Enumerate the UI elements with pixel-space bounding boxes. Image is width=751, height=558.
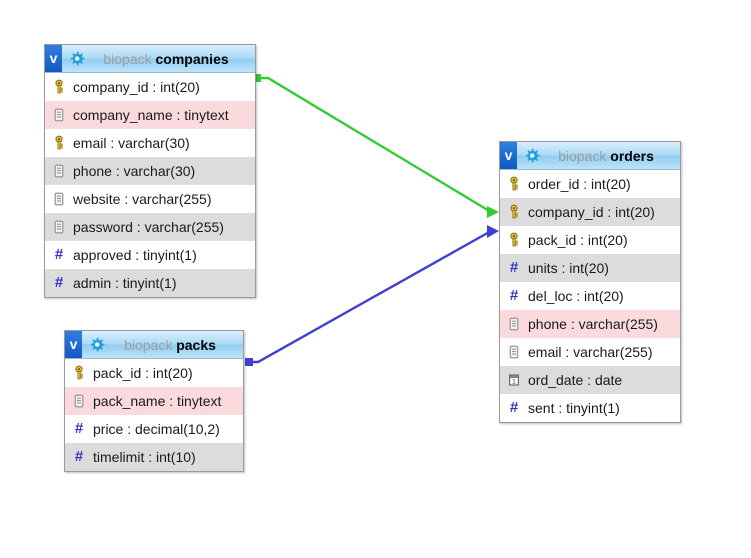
text-icon [54,220,64,234]
table-row[interactable]: # sent : tinyint(1) [500,394,680,422]
hash-icon: # [509,399,519,416]
table-companies-title: biopack companies [85,51,245,67]
relationship-packs-to-orders[interactable] [245,225,499,366]
hash-icon: # [54,246,64,263]
column-label: order_id : int(20) [528,176,631,192]
column-label: price : decimal(10,2) [93,421,220,437]
column-label: sent : tinyint(1) [528,400,620,416]
relationship-line-blue [249,229,492,364]
key-icon [510,232,518,247]
table-packs-schema: biopack [124,336,173,353]
view-badge-icon: v [45,45,62,72]
table-packs[interactable]: v biopack packs pack_id : int(20) [64,330,244,472]
table-row[interactable]: pack_id : int(20) [500,226,680,254]
table-packs-header[interactable]: v biopack packs [65,331,243,359]
text-icon [509,317,519,331]
table-row[interactable]: order_id : int(20) [500,170,680,198]
column-label: approved : tinyint(1) [73,247,197,263]
column-label: del_loc : int(20) [528,288,624,304]
table-row[interactable]: company_name : tinytext [45,101,255,129]
column-label: pack_id : int(20) [93,365,193,381]
table-row[interactable]: # del_loc : int(20) [500,282,680,310]
table-row[interactable]: company_id : int(20) [500,198,680,226]
table-row[interactable]: pack_id : int(20) [65,359,243,387]
key-icon [510,176,518,191]
relationship-companies-to-orders[interactable] [253,74,499,218]
hash-icon: # [74,420,84,437]
table-row[interactable]: phone : varchar(255) [500,310,680,338]
table-row[interactable]: pack_name : tinytext [65,387,243,415]
table-row[interactable]: phone : varchar(30) [45,157,255,185]
key-icon [510,204,518,219]
hash-icon: # [74,448,84,465]
relationship-source-handle-blue [245,358,253,366]
text-icon [54,108,64,122]
table-row[interactable]: # price : decimal(10,2) [65,415,243,443]
gear-icon[interactable] [89,337,105,353]
column-label: email : varchar(255) [528,344,653,360]
table-row[interactable]: # timelimit : int(10) [65,443,243,471]
gear-icon[interactable] [524,148,540,164]
table-orders[interactable]: v biopack orders order_id : int(20) [499,141,681,423]
hash-icon: # [54,274,64,291]
column-label: company_id : int(20) [73,79,200,95]
column-label: units : int(20) [528,260,609,276]
table-companies-name: companies [155,50,229,67]
gear-icon[interactable] [69,51,85,67]
table-orders-title: biopack orders [540,148,670,164]
table-row[interactable]: email : varchar(255) [500,338,680,366]
svg-text:1: 1 [512,379,516,386]
hash-icon: # [509,287,519,304]
table-companies[interactable]: v biopack companies company_id : int(20) [44,44,256,298]
table-row[interactable]: # approved : tinyint(1) [45,241,255,269]
table-row[interactable]: # admin : tinyint(1) [45,269,255,297]
table-companies-header[interactable]: v biopack companies [45,45,255,73]
table-packs-name: packs [176,336,216,353]
view-badge-icon: v [65,331,82,358]
hash-icon: # [509,259,519,276]
key-icon [55,135,63,150]
table-packs-title: biopack packs [105,337,233,353]
relationship-line-green [257,76,492,214]
table-row[interactable]: company_id : int(20) [45,73,255,101]
text-icon [74,394,84,408]
column-label: company_name : tinytext [73,107,229,123]
column-label: website : varchar(255) [73,191,212,207]
table-companies-schema: biopack [103,50,152,67]
text-icon [54,164,64,178]
table-row[interactable]: email : varchar(30) [45,129,255,157]
column-label: ord_date : date [528,372,623,388]
calendar-icon: 1 [508,374,520,386]
column-label: timelimit : int(10) [93,449,196,465]
table-row[interactable]: password : varchar(255) [45,213,255,241]
column-label: password : varchar(255) [73,219,224,235]
table-row[interactable]: # units : int(20) [500,254,680,282]
column-label: pack_name : tinytext [93,393,222,409]
column-label: email : varchar(30) [73,135,190,151]
column-label: phone : varchar(30) [73,163,196,179]
table-orders-header[interactable]: v biopack orders [500,142,680,170]
key-icon [75,365,83,380]
key-icon [55,79,63,94]
text-icon [54,192,64,206]
table-row[interactable]: website : varchar(255) [45,185,255,213]
relationship-arrowhead-blue [487,225,499,238]
table-orders-schema: biopack [558,147,607,164]
table-orders-name: orders [610,147,654,164]
view-badge-icon: v [500,142,517,169]
column-label: phone : varchar(255) [528,316,658,332]
text-icon [509,345,519,359]
column-label: company_id : int(20) [528,204,655,220]
column-label: pack_id : int(20) [528,232,628,248]
relationship-arrowhead-green [487,206,499,218]
table-row[interactable]: 1 ord_date : date [500,366,680,394]
column-label: admin : tinyint(1) [73,275,177,291]
